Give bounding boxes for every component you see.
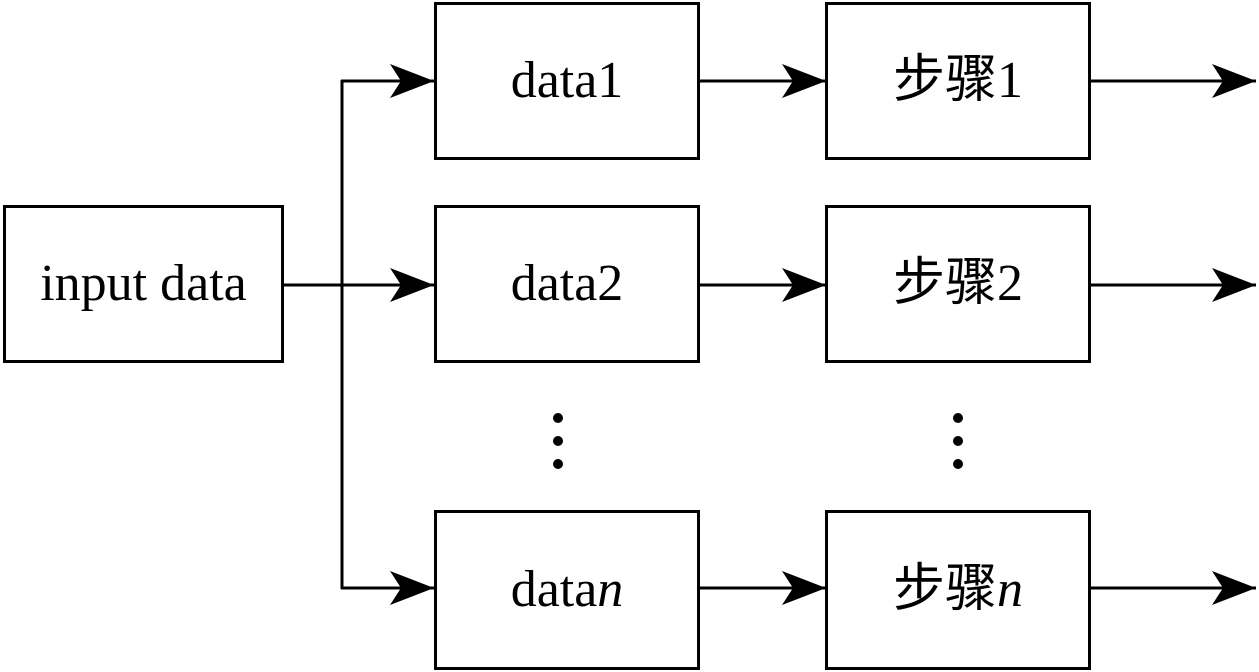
data-box-2: data2 xyxy=(434,205,700,363)
input-data-label: input data xyxy=(40,255,247,312)
step-box-n: 步骤n xyxy=(825,510,1091,670)
step-box-label: 步骤2 xyxy=(892,255,1023,312)
data-box-1: data1 xyxy=(434,2,700,160)
step-box-label: 步骤n xyxy=(892,561,1023,618)
data-box-label: datan xyxy=(510,561,624,618)
data-box-label: data1 xyxy=(510,52,624,109)
data-box-label: data2 xyxy=(510,255,624,312)
step-box-1: 步骤1 xyxy=(825,2,1091,160)
step-box-2: 步骤2 xyxy=(825,205,1091,363)
ellipsis-data-column xyxy=(548,413,568,473)
ellipsis-step-column xyxy=(948,413,968,473)
step-box-label: 步骤1 xyxy=(892,52,1023,109)
data-box-n: datan xyxy=(434,510,700,670)
input-data-box: input data xyxy=(3,205,284,363)
